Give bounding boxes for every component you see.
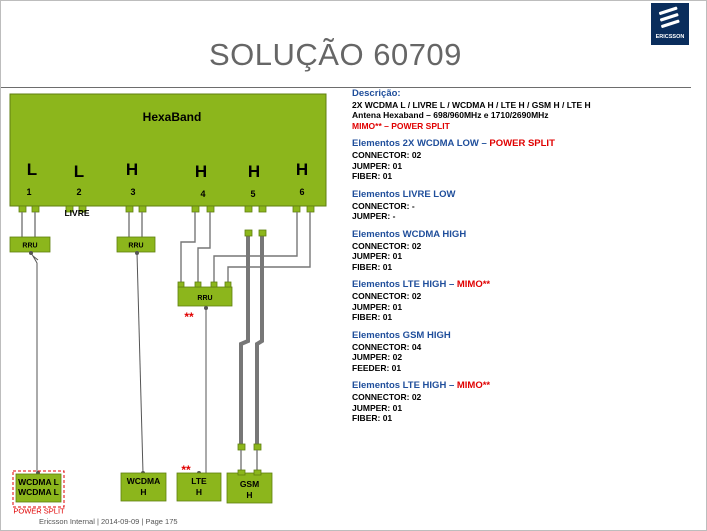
mimo-mark-rru: ** bbox=[184, 310, 194, 324]
title-divider bbox=[1, 87, 691, 88]
elements-section-title: Elementos WCDMA HIGH bbox=[352, 229, 702, 241]
elements-section-title: Elementos LIVRE LOW bbox=[352, 189, 702, 201]
equipment-wcdma-low bbox=[15, 473, 62, 503]
elements-section: Elementos LTE HIGH – MIMO**CONNECTOR: 02… bbox=[352, 279, 702, 323]
section-item: CONNECTOR: 02 bbox=[352, 291, 422, 301]
feeder-connectors bbox=[237, 229, 267, 451]
section-item: JUMPER: 01 bbox=[352, 402, 403, 413]
equipment-wcdma-high bbox=[120, 472, 167, 502]
gsm-connectors bbox=[237, 469, 262, 476]
port-number-1: 1 bbox=[26, 187, 31, 197]
section-item: FEEDER: 01 bbox=[352, 362, 402, 373]
elements-section-title: Elementos LTE HIGH – MIMO** bbox=[352, 279, 491, 290]
port-band-6: H bbox=[296, 160, 308, 179]
equipment-gsm-high-line-1: GSM bbox=[240, 479, 259, 489]
jumpers bbox=[21, 212, 311, 283]
elements-section-title: Elementos 2X WCDMA LOW – POWER SPLIT bbox=[352, 138, 555, 149]
equipment-wcdma-low-line-1: WCDMA L bbox=[18, 477, 59, 487]
port-number-2: 2 bbox=[76, 187, 81, 197]
port-band-2: L bbox=[74, 162, 84, 181]
power-split-caption: POWER SPLIT bbox=[13, 507, 65, 516]
footer: Ericsson Internal | 2014-09-09 | Page 17… bbox=[39, 517, 178, 526]
section-title-text: Elementos LIVRE LOW bbox=[352, 188, 456, 200]
port-number-3: 3 bbox=[130, 187, 135, 197]
elements-section-title: Elementos LTE HIGH – MIMO** bbox=[352, 380, 491, 391]
description-line-2: Antena Hexaband – 698/960MHz e 1710/2690… bbox=[352, 110, 549, 120]
section-title-text: Elementos 2X WCDMA LOW bbox=[352, 138, 479, 149]
port-band-4: H bbox=[195, 162, 207, 181]
antenna-connectors bbox=[18, 205, 315, 213]
gsm-jumpers bbox=[240, 450, 258, 473]
equipment-gsm-high-line-2: H bbox=[246, 490, 252, 500]
description-heading: Descrição: bbox=[352, 88, 401, 99]
hexaband-antenna bbox=[9, 93, 327, 207]
description-line-1: 2X WCDMA L / LIVRE L / WCDMA H / LTE H /… bbox=[352, 99, 591, 110]
port-band-5: H bbox=[248, 162, 260, 181]
section-item: JUMPER: 02 bbox=[352, 352, 403, 362]
equipment-gsm-high bbox=[226, 472, 273, 504]
rru-3-label: RRU bbox=[197, 295, 212, 302]
ericsson-logo: ERICSSON bbox=[651, 3, 689, 45]
equipment-wcdma-low-line-2: WCDMA L bbox=[18, 487, 59, 497]
section-item: CONNECTOR: 02 bbox=[352, 392, 422, 402]
section-title-text: Elementos LTE HIGH bbox=[352, 380, 447, 391]
antenna-name: HexaBand bbox=[143, 110, 202, 124]
section-item: FIBER: 01 bbox=[352, 312, 393, 322]
connection-diagram: HexaBand L 1 L 2 H 3 H 4 H 5 H 6 LIVRE bbox=[9, 93, 327, 516]
rru-3 bbox=[177, 286, 233, 307]
port-number-6: 6 bbox=[299, 187, 304, 197]
section-item: CONNECTOR: - bbox=[352, 200, 415, 211]
section-accent: POWER SPLIT bbox=[489, 138, 555, 149]
port-number-5: 5 bbox=[250, 189, 255, 199]
section-title-text: Elementos WCDMA HIGH bbox=[352, 228, 467, 240]
section-item: JUMPER: - bbox=[352, 211, 396, 221]
rru-3-connectors bbox=[177, 281, 232, 288]
section-accent: MIMO** bbox=[456, 279, 491, 290]
section-item: FIBER: 01 bbox=[352, 171, 393, 181]
feeders bbox=[239, 235, 264, 446]
section-item: CONNECTOR: 02 bbox=[352, 240, 422, 251]
equipment-lte-high bbox=[176, 472, 222, 502]
description-mimo-line: MIMO** – POWER SPLIT bbox=[352, 120, 450, 131]
section-item: JUMPER: 01 bbox=[352, 251, 403, 261]
rru-2-label: RRU bbox=[128, 243, 143, 250]
section-item: CONNECTOR: 02 bbox=[352, 150, 422, 160]
section-item: FIBER: 01 bbox=[352, 261, 393, 272]
equipment-wcdma-high-line-2: H bbox=[140, 487, 146, 497]
port-band-3: H bbox=[126, 160, 138, 179]
power-split-outline bbox=[12, 470, 65, 508]
section-item: CONNECTOR: 04 bbox=[352, 341, 422, 352]
section-item: JUMPER: 01 bbox=[352, 160, 403, 171]
port-number-4: 4 bbox=[200, 189, 205, 199]
section-item: JUMPER: 01 bbox=[352, 301, 403, 312]
port-band-1: L bbox=[27, 160, 37, 179]
mimo-mark-lte: ** bbox=[181, 463, 191, 477]
logo-text: ERICSSON bbox=[655, 34, 685, 40]
ericsson-logo-icon bbox=[658, 6, 680, 28]
section-title-text: Elementos LTE HIGH bbox=[352, 279, 447, 290]
elements-section-title: Elementos GSM HIGH bbox=[352, 330, 702, 342]
section-title-text: Elementos GSM HIGH bbox=[352, 329, 451, 341]
page-title: SOLUÇÃO 60709 bbox=[209, 37, 462, 72]
equipment-lte-high-line-2: H bbox=[196, 487, 202, 497]
section-accent: MIMO** bbox=[456, 380, 491, 391]
free-port-label: LIVRE bbox=[64, 208, 89, 218]
section-item: FIBER: 01 bbox=[352, 413, 393, 423]
equipment-wcdma-high-line-1: WCDMA bbox=[127, 476, 161, 486]
elements-section: Elementos LTE HIGH – MIMO**CONNECTOR: 02… bbox=[352, 380, 702, 424]
rru-1-label: RRU bbox=[22, 243, 37, 250]
equipment-lte-high-line-1: LTE bbox=[191, 476, 207, 486]
description-panel: Descrição: 2X WCDMA L / LIVRE L / WCDMA … bbox=[352, 88, 702, 424]
